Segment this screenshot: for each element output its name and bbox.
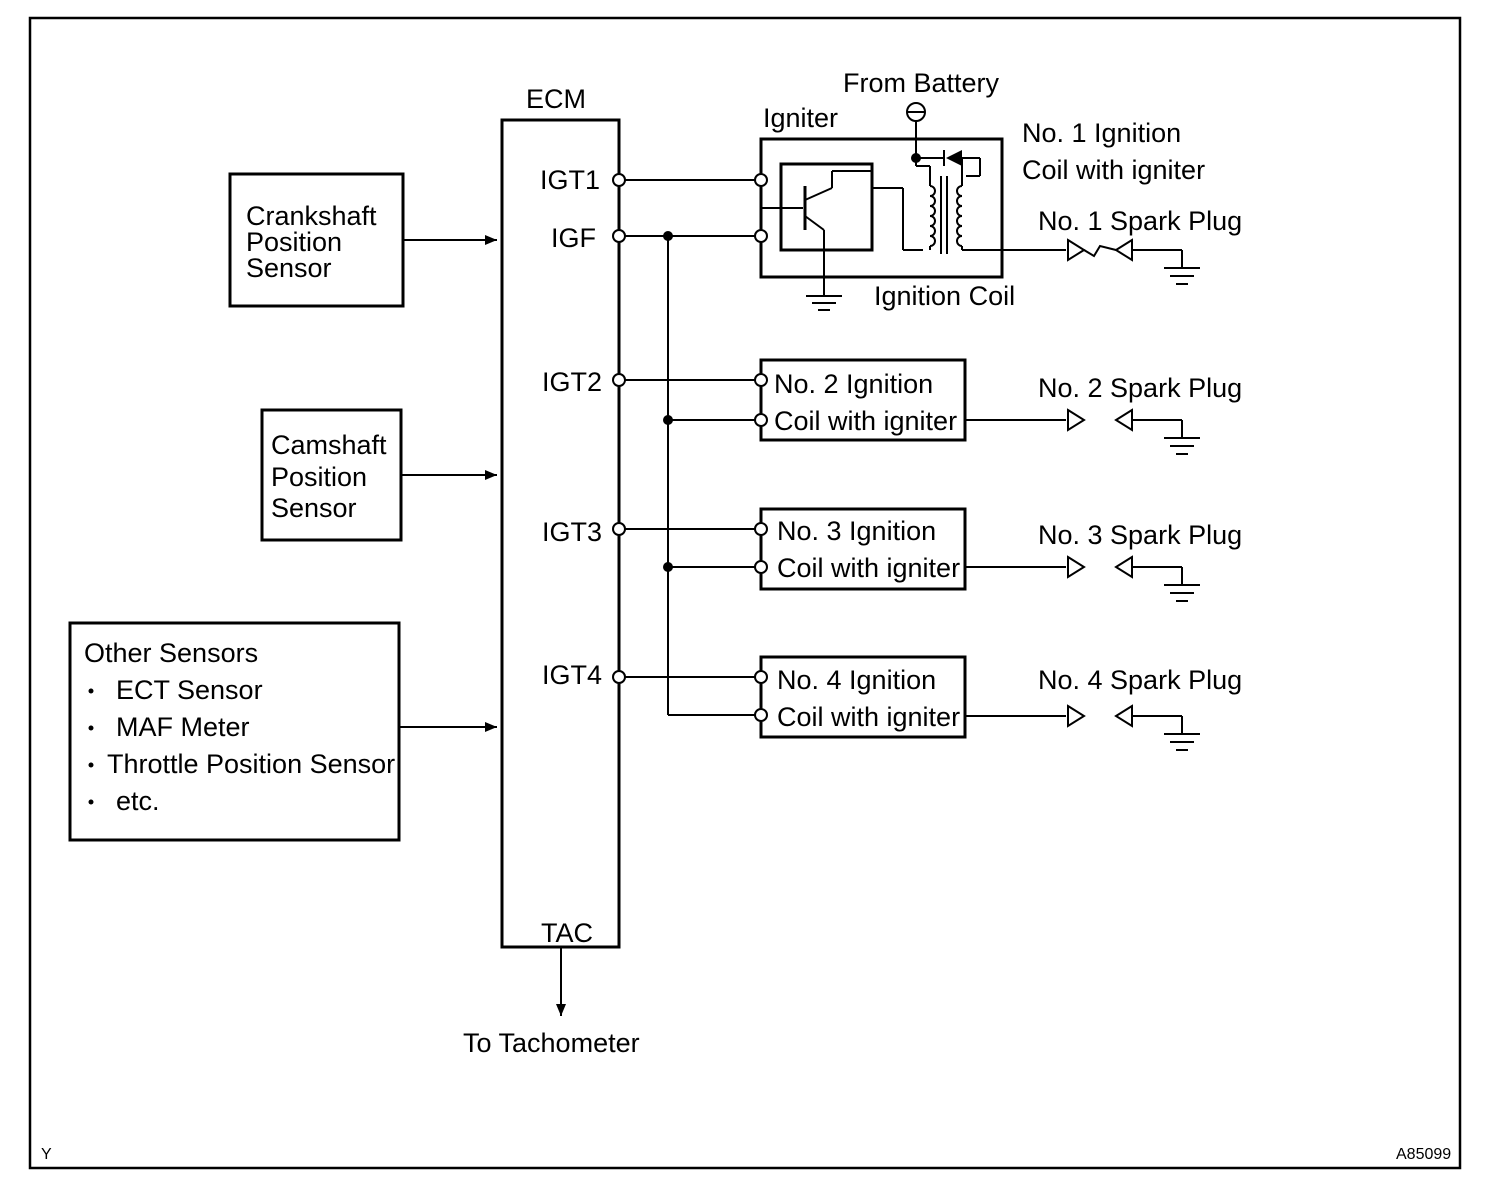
bullet-icon: [88, 725, 94, 731]
coil-1-assembly: From Battery Igniter: [754, 68, 1205, 311]
pin-igt3-label: IGT3: [542, 517, 602, 547]
igniter-label: Igniter: [763, 103, 838, 133]
ignition-coil-label: Ignition Coil: [874, 281, 1015, 311]
coil-terminal: [754, 229, 768, 243]
ground-icon: [1164, 250, 1200, 285]
pin-tac-label: TAC: [541, 918, 593, 948]
diode-icon: [946, 150, 962, 166]
camshaft-line2: Position: [271, 462, 367, 492]
coil-terminal: [754, 670, 768, 684]
junction-dot: [663, 231, 673, 241]
coil-3-assembly: No. 3 Ignition Coil with igniter: [754, 507, 1066, 591]
junction-dot: [663, 415, 673, 425]
coil-1-title-line1: No. 1 Ignition: [1022, 118, 1181, 148]
coil-4-line1: No. 4 Ignition: [777, 665, 936, 695]
ecm-terminal: [612, 522, 626, 536]
spark-plug-label: No. 3 Spark Plug: [1038, 520, 1242, 550]
coil-2-assembly: No. 2 Ignition Coil with igniter: [754, 358, 1066, 442]
coil-2-line2: Coil with igniter: [774, 406, 957, 436]
coil-4-line2: Coil with igniter: [777, 702, 960, 732]
coil-terminal: [754, 373, 768, 387]
ecm-terminal: [612, 373, 626, 387]
ecm-output-wires: [612, 173, 761, 716]
spark-plug-label: No. 1 Spark Plug: [1038, 206, 1242, 236]
other-sensor-item: MAF Meter: [116, 712, 250, 742]
spark-plug-2: No. 2 Spark Plug: [1038, 373, 1242, 455]
camshaft-line3: Sensor: [271, 493, 357, 523]
coil-terminal: [754, 522, 768, 536]
pin-igf-label: IGF: [551, 223, 596, 253]
other-sensors-title: Other Sensors: [84, 638, 258, 668]
diagram-frame: [28, 16, 1462, 1170]
figure-code: A85099: [1396, 1146, 1451, 1163]
ecm-terminal: [612, 173, 626, 187]
transistor-icon: [761, 180, 833, 278]
bullet-icon: [88, 688, 94, 694]
pin-igt1-label: IGT1: [540, 165, 600, 195]
other-sensor-item: etc.: [116, 786, 160, 816]
ground-icon: [1164, 716, 1200, 751]
other-sensor-item: ECT Sensor: [116, 675, 263, 705]
bullet-icon: [88, 762, 94, 768]
pin-igt2-label: IGT2: [542, 367, 602, 397]
bullet-icon: [88, 799, 94, 805]
ecm-terminal: [612, 229, 626, 243]
coil-terminal: [754, 560, 768, 574]
camshaft-line1: Camshaft: [271, 430, 387, 460]
spark-plug-4: No. 4 Spark Plug: [1038, 665, 1242, 751]
spark-plug-3: No. 3 Spark Plug: [1038, 520, 1242, 602]
crankshaft-line2: Position: [246, 227, 342, 257]
ground-icon: [806, 277, 842, 311]
pin-igt4-label: IGT4: [542, 660, 602, 690]
from-battery-label: From Battery: [843, 68, 1000, 98]
corner-mark-left: Y: [41, 1146, 52, 1163]
spark-plug-1: No. 1 Spark Plug: [1038, 206, 1242, 285]
coil-terminal: [754, 173, 768, 187]
coil-terminal: [754, 413, 768, 427]
ground-icon: [1164, 420, 1200, 455]
tachometer-output: To Tachometer: [463, 947, 640, 1058]
other-sensors: Other Sensors ECT Sensor MAF Meter Throt…: [68, 621, 497, 842]
coil-3-line1: No. 3 Ignition: [777, 516, 936, 546]
other-sensor-item: Throttle Position Sensor: [107, 749, 395, 779]
ecm-title: ECM: [526, 84, 586, 114]
tachometer-label: To Tachometer: [463, 1028, 640, 1058]
coil-4-assembly: No. 4 Ignition Coil with igniter: [754, 655, 1066, 739]
crankshaft-line3: Sensor: [246, 253, 332, 283]
coil-2-line1: No. 2 Ignition: [774, 369, 933, 399]
camshaft-position-sensor: Camshaft Position Sensor: [260, 408, 497, 542]
coil-3-line2: Coil with igniter: [777, 553, 960, 583]
ecm-terminal: [612, 670, 626, 684]
ignition-coil-icon: [915, 150, 1066, 254]
crankshaft-line1: Crankshaft: [246, 201, 377, 231]
ecm-block: ECM IGT1 IGF IGT2 IGT3 IGT4 TAC: [500, 84, 621, 949]
junction-dot: [663, 562, 673, 572]
coil-1-title-line2: Coil with igniter: [1022, 155, 1205, 185]
spark-plug-label: No. 4 Spark Plug: [1038, 665, 1242, 695]
spark-plug-label: No. 2 Spark Plug: [1038, 373, 1242, 403]
crankshaft-position-sensor: Crankshaft Position Sensor: [228, 172, 497, 308]
coil-terminal: [754, 708, 768, 722]
ground-icon: [1164, 567, 1200, 602]
